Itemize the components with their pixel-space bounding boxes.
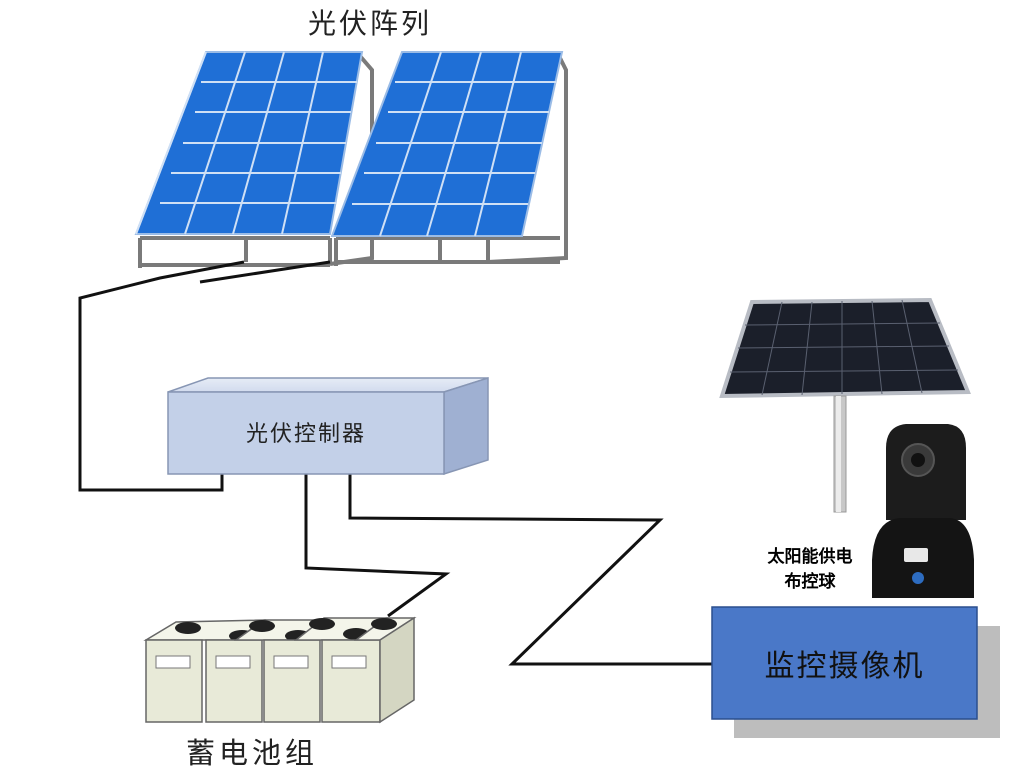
wire-controller-to-camera [348,474,712,666]
wire-controller-to-battery [304,474,451,618]
pv-array-label: 光伏阵列 [308,7,433,40]
battery-bank-label: 蓄电池组 [186,736,319,770]
wires [78,260,712,666]
battery-icon [321,616,417,724]
product-label-line1: 太阳能供电 [767,547,853,567]
controller-box [167,376,489,476]
wire-array-to-controller [78,260,245,492]
product-label-line2: 布控球 [784,572,836,592]
camera-solar-panel [719,297,971,513]
battery-bank [143,616,417,724]
product-label: 太阳能供电 布控球 [745,545,875,595]
solar-panel-2 [330,51,568,266]
camera-dome-icon [872,424,974,598]
controller-label: 光伏控制器 [245,422,366,447]
camera-box [711,606,1000,738]
solar-panel-1 [134,51,374,268]
camera-label: 监控摄像机 [764,649,925,684]
